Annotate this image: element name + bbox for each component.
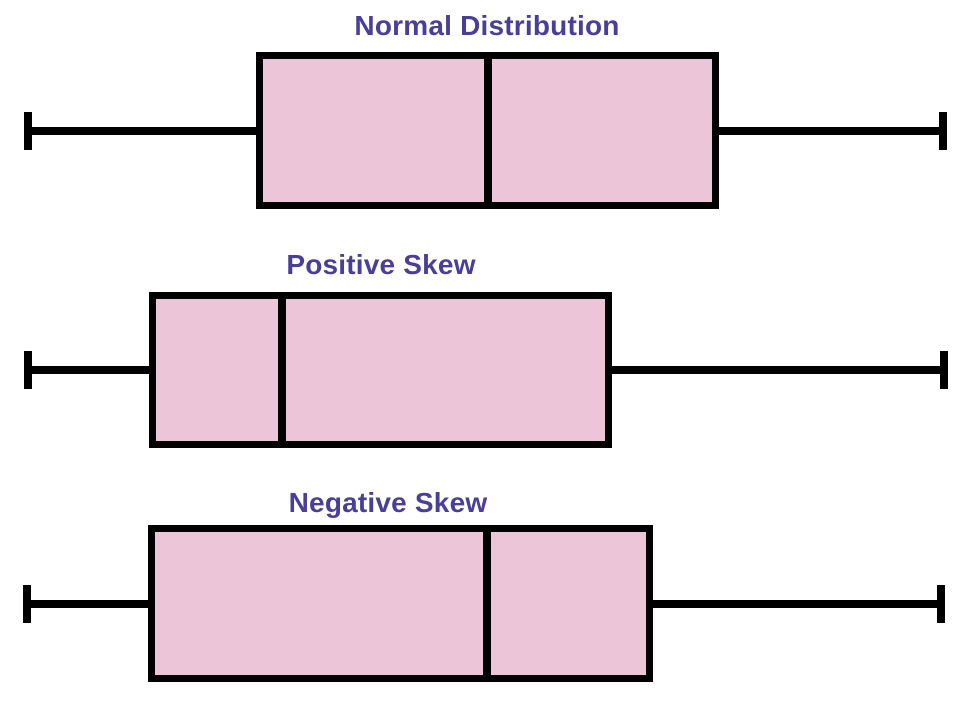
left-whisker-cap <box>23 584 31 623</box>
iqr-box <box>148 525 653 682</box>
iqr-box <box>149 292 612 448</box>
right-whisker-line <box>717 126 941 135</box>
median-line <box>278 292 286 448</box>
right-whisker-cap <box>939 111 947 150</box>
plot-title-normal-distribution: Normal Distribution <box>354 10 620 41</box>
right-whisker-cap <box>940 351 948 389</box>
median-line <box>484 52 492 209</box>
right-whisker-cap <box>937 584 945 623</box>
right-whisker-line <box>610 366 942 374</box>
plot-title-negative-skew: Negative Skew <box>288 487 488 518</box>
left-whisker-line <box>30 366 151 374</box>
right-whisker-line <box>651 599 939 608</box>
median-line <box>483 525 491 682</box>
left-whisker-cap <box>24 111 32 150</box>
left-whisker-line <box>30 126 258 135</box>
plot-title-positive-skew: Positive Skew <box>286 249 476 280</box>
left-whisker-cap <box>24 351 32 389</box>
left-whisker-line <box>29 599 150 608</box>
